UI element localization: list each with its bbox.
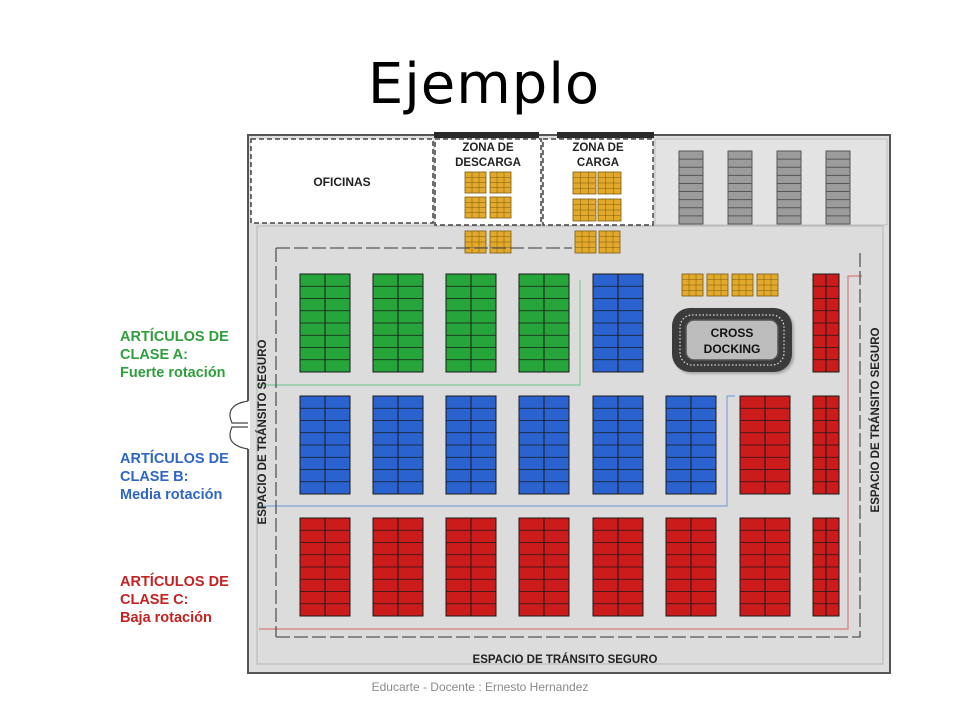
rack-class-c xyxy=(592,517,644,617)
rack-class-c xyxy=(739,517,791,617)
rack-class-a xyxy=(518,273,570,373)
rack-class-b xyxy=(592,273,644,373)
slide-title: Ejemplo xyxy=(367,52,601,117)
legend-class-a-title: ARTÍCULOS DE xyxy=(120,329,229,345)
rack-class-c xyxy=(518,517,570,617)
legend-class-b-title: ARTÍCULOS DE xyxy=(120,451,229,467)
gray-rack xyxy=(825,150,851,225)
gray-rack xyxy=(678,150,704,225)
class-c-boundary xyxy=(259,275,862,630)
rack-class-b xyxy=(299,395,351,495)
legend-class-c-subtitle: CLASE C: xyxy=(120,592,189,608)
transit-label-right: ESPACIO DE TRÁNSITO SEGURO xyxy=(869,328,882,513)
rack-class-c xyxy=(812,395,840,495)
rack-class-c xyxy=(665,517,717,617)
rack-class-a xyxy=(372,273,424,373)
gray-rack xyxy=(727,150,753,225)
rack-class-c xyxy=(812,517,840,617)
rack-class-b xyxy=(372,395,424,495)
pallet xyxy=(464,230,487,254)
legend-class-a-subtitle: CLASE A: xyxy=(120,347,188,363)
rack-class-c xyxy=(812,273,840,373)
pallet-group xyxy=(464,171,779,297)
unloading-label-2: DESCARGA xyxy=(455,157,521,169)
pallet xyxy=(464,171,487,194)
pallet xyxy=(598,230,621,254)
legend-class-c-desc: Baja rotación xyxy=(120,610,212,626)
slide-footer: Educarte - Docente : Ernesto Hernandez xyxy=(371,680,589,694)
pallet xyxy=(756,273,779,297)
class-a-boundary xyxy=(259,280,581,386)
offices-zone xyxy=(250,138,434,224)
legend-class-c-title: ARTÍCULOS DE xyxy=(120,574,229,590)
unloading-label-1: ZONA DE xyxy=(462,142,514,154)
transit-paths xyxy=(275,247,861,638)
rack-class-b xyxy=(518,395,570,495)
gray-rack-group xyxy=(678,150,851,225)
loading-label-2: CARGA xyxy=(577,157,619,169)
legend-class-b: ARTÍCULOS DE CLASE B: Media rotación xyxy=(120,450,229,504)
pallet xyxy=(464,196,487,219)
rack-class-c xyxy=(445,517,497,617)
rack-class-c xyxy=(372,517,424,617)
legend-class-b-desc: Media rotación xyxy=(120,487,223,503)
legend-class-a: ARTÍCULOS DE CLASE A: Fuerte rotación xyxy=(120,328,229,382)
rack-grid xyxy=(299,273,840,617)
transit-label-left: ESPACIO DE TRÁNSITO SEGURO xyxy=(256,340,269,525)
pallet xyxy=(597,198,622,222)
pallet xyxy=(681,273,704,297)
entrance-door xyxy=(222,400,250,450)
gray-rack xyxy=(776,150,802,225)
pallet xyxy=(572,198,597,222)
transit-label-bottom: ESPACIO DE TRÁNSITO SEGURO xyxy=(473,653,658,666)
legend-class-a-desc: Fuerte rotación xyxy=(120,365,226,381)
offices-label: OFICINAS xyxy=(313,175,370,189)
pallet xyxy=(574,230,597,254)
class-b-boundary xyxy=(259,395,735,507)
unloading-zone xyxy=(434,138,542,226)
pallet xyxy=(489,171,512,194)
legend-class-c: ARTÍCULOS DE CLASE C: Baja rotación xyxy=(120,573,229,627)
rack-class-b xyxy=(665,395,717,495)
pallet xyxy=(597,171,622,195)
pallet xyxy=(706,273,729,297)
pallet xyxy=(489,230,512,254)
legend-class-b-subtitle: CLASE B: xyxy=(120,469,189,485)
rack-class-b xyxy=(445,395,497,495)
pallet xyxy=(731,273,754,297)
rack-class-b xyxy=(592,395,644,495)
pallet xyxy=(489,196,512,219)
loading-label-1: ZONA DE xyxy=(572,142,624,154)
cross-docking-label-2: DOCKING xyxy=(704,342,761,356)
rack-class-a xyxy=(299,273,351,373)
rack-class-c xyxy=(739,395,791,495)
rack-class-a xyxy=(445,273,497,373)
cross-docking-label-1: CROSS xyxy=(711,326,754,340)
pallet xyxy=(572,171,597,195)
rack-class-c xyxy=(299,517,351,617)
cross-docking-zone xyxy=(672,308,792,372)
